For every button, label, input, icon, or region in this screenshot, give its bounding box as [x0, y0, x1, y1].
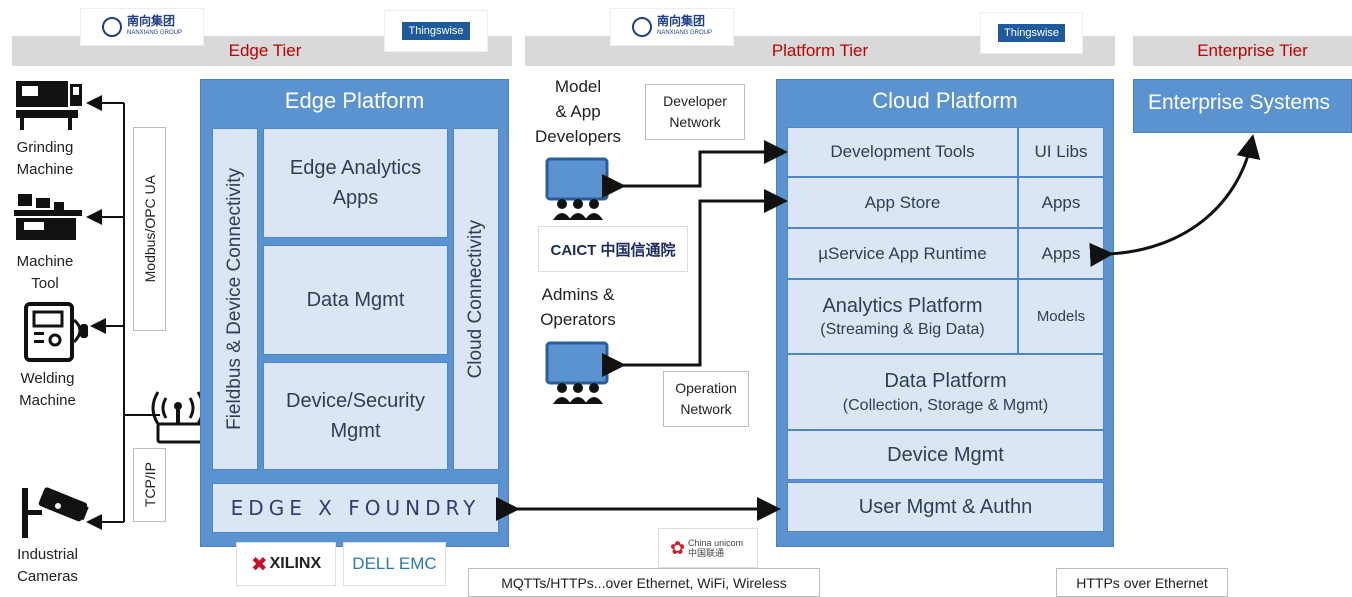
- welding-machine-icon: [22, 300, 92, 366]
- grinding-machine-icon: [12, 78, 84, 132]
- thingswise-name: Thingswise: [997, 24, 1066, 42]
- edge-tier-label: Edge Tier: [228, 41, 302, 60]
- operation-network-label: Operation Network: [663, 371, 749, 427]
- machine-tool-icon: [12, 192, 84, 244]
- device-security-mgmt: Device/Security Mgmt: [263, 362, 448, 470]
- unicom-knot-icon: ✿: [669, 537, 686, 558]
- thingswise-logo-platform: Thingswise: [980, 12, 1083, 54]
- nanxiang-mark-icon: [631, 17, 652, 37]
- nanxiang-logo-platform: 南向集团 NANXIANG GROUP: [610, 8, 734, 46]
- enterprise-systems-label: Enterprise Systems: [1148, 91, 1331, 114]
- service-app-runtime: µService App Runtime: [787, 228, 1018, 279]
- admins-label: Admins & Operators: [540, 285, 616, 329]
- dell-emc-logo: DELL EMC: [343, 542, 446, 586]
- platform-tier-label: Platform Tier: [771, 41, 869, 60]
- ui-libs: UI Libs: [1018, 127, 1104, 177]
- cloud-device-mgmt: Device Mgmt: [787, 430, 1104, 480]
- cloud-platform-title: Cloud Platform: [872, 88, 1018, 113]
- apps-store: Apps: [1018, 177, 1104, 228]
- nanxiang-mark-icon: [101, 17, 122, 37]
- developers-devtools-arrow: [602, 140, 788, 198]
- app-store: App Store: [787, 177, 1018, 228]
- edge-data-mgmt: Data Mgmt: [263, 245, 448, 355]
- fieldbus-connectivity: Fieldbus & Device Connectivity: [212, 128, 258, 470]
- caict-logo: CAICT 中国信通院: [538, 226, 688, 272]
- edgex-foundry: EDGE X FOUNDRY: [212, 483, 499, 533]
- models: Models: [1018, 279, 1104, 354]
- device-label-welding: Welding Machine: [19, 370, 76, 409]
- tcpip-label: TCP/IP: [133, 448, 166, 522]
- thingswise-logo-edge: Thingswise: [384, 10, 488, 52]
- xilinx-mark-icon: ✖: [250, 553, 268, 576]
- device-label-grinding: Grinding Machine: [16, 139, 74, 178]
- device-label-machine-tool: Machine Tool: [16, 253, 74, 292]
- nanxiang-sub: NANXIANG GROUP: [656, 30, 712, 36]
- development-tools: Development Tools: [787, 127, 1018, 177]
- xilinx-logo: ✖ XILINX: [236, 542, 336, 586]
- nanxiang-name: 南向集团: [656, 14, 705, 28]
- apps-runtime: Apps: [1018, 228, 1104, 279]
- data-platform: Data Platform (Collection, Storage & Mgm…: [787, 354, 1104, 430]
- developers-label: Model & App Developers: [535, 77, 621, 146]
- camera-icon: [18, 484, 92, 542]
- enterprise-tier-label: Enterprise Tier: [1197, 41, 1308, 60]
- enterprise-apps-arrow: [1089, 134, 1261, 267]
- enterprise-systems: [1133, 79, 1352, 133]
- nanxiang-name: 南向集团: [126, 14, 175, 28]
- user-mgmt-authn: User Mgmt & Authn: [787, 482, 1104, 532]
- operators-workstation-icon: [544, 340, 614, 412]
- nanxiang-logo-edge: 南向集团 NANXIANG GROUP: [80, 8, 204, 46]
- cloud-connectivity: Cloud Connectivity: [453, 128, 499, 470]
- thingswise-name: Thingswise: [402, 22, 470, 40]
- device-label-cameras: Industrial Cameras: [17, 546, 78, 585]
- modbus-opcua-label: Modbus/OPC UA: [133, 127, 166, 331]
- mqtt-transport-label: MQTTs/HTTPs...over Ethernet, WiFi, Wirel…: [468, 568, 820, 597]
- china-unicom-logo: ✿ China unicom中国联通: [658, 528, 758, 568]
- edge-analytics-apps: Edge Analytics Apps: [263, 128, 448, 238]
- nanxiang-sub: NANXIANG GROUP: [126, 30, 182, 36]
- https-transport-label: HTTPs over Ethernet: [1056, 568, 1228, 597]
- edge-platform-title: Edge Platform: [284, 88, 425, 113]
- analytics-platform: Analytics Platform (Streaming & Big Data…: [787, 279, 1018, 354]
- enterprise-tier-band: [1133, 36, 1352, 66]
- developer-network-label: Developer Network: [645, 84, 745, 140]
- developers-workstation-icon: [544, 156, 614, 228]
